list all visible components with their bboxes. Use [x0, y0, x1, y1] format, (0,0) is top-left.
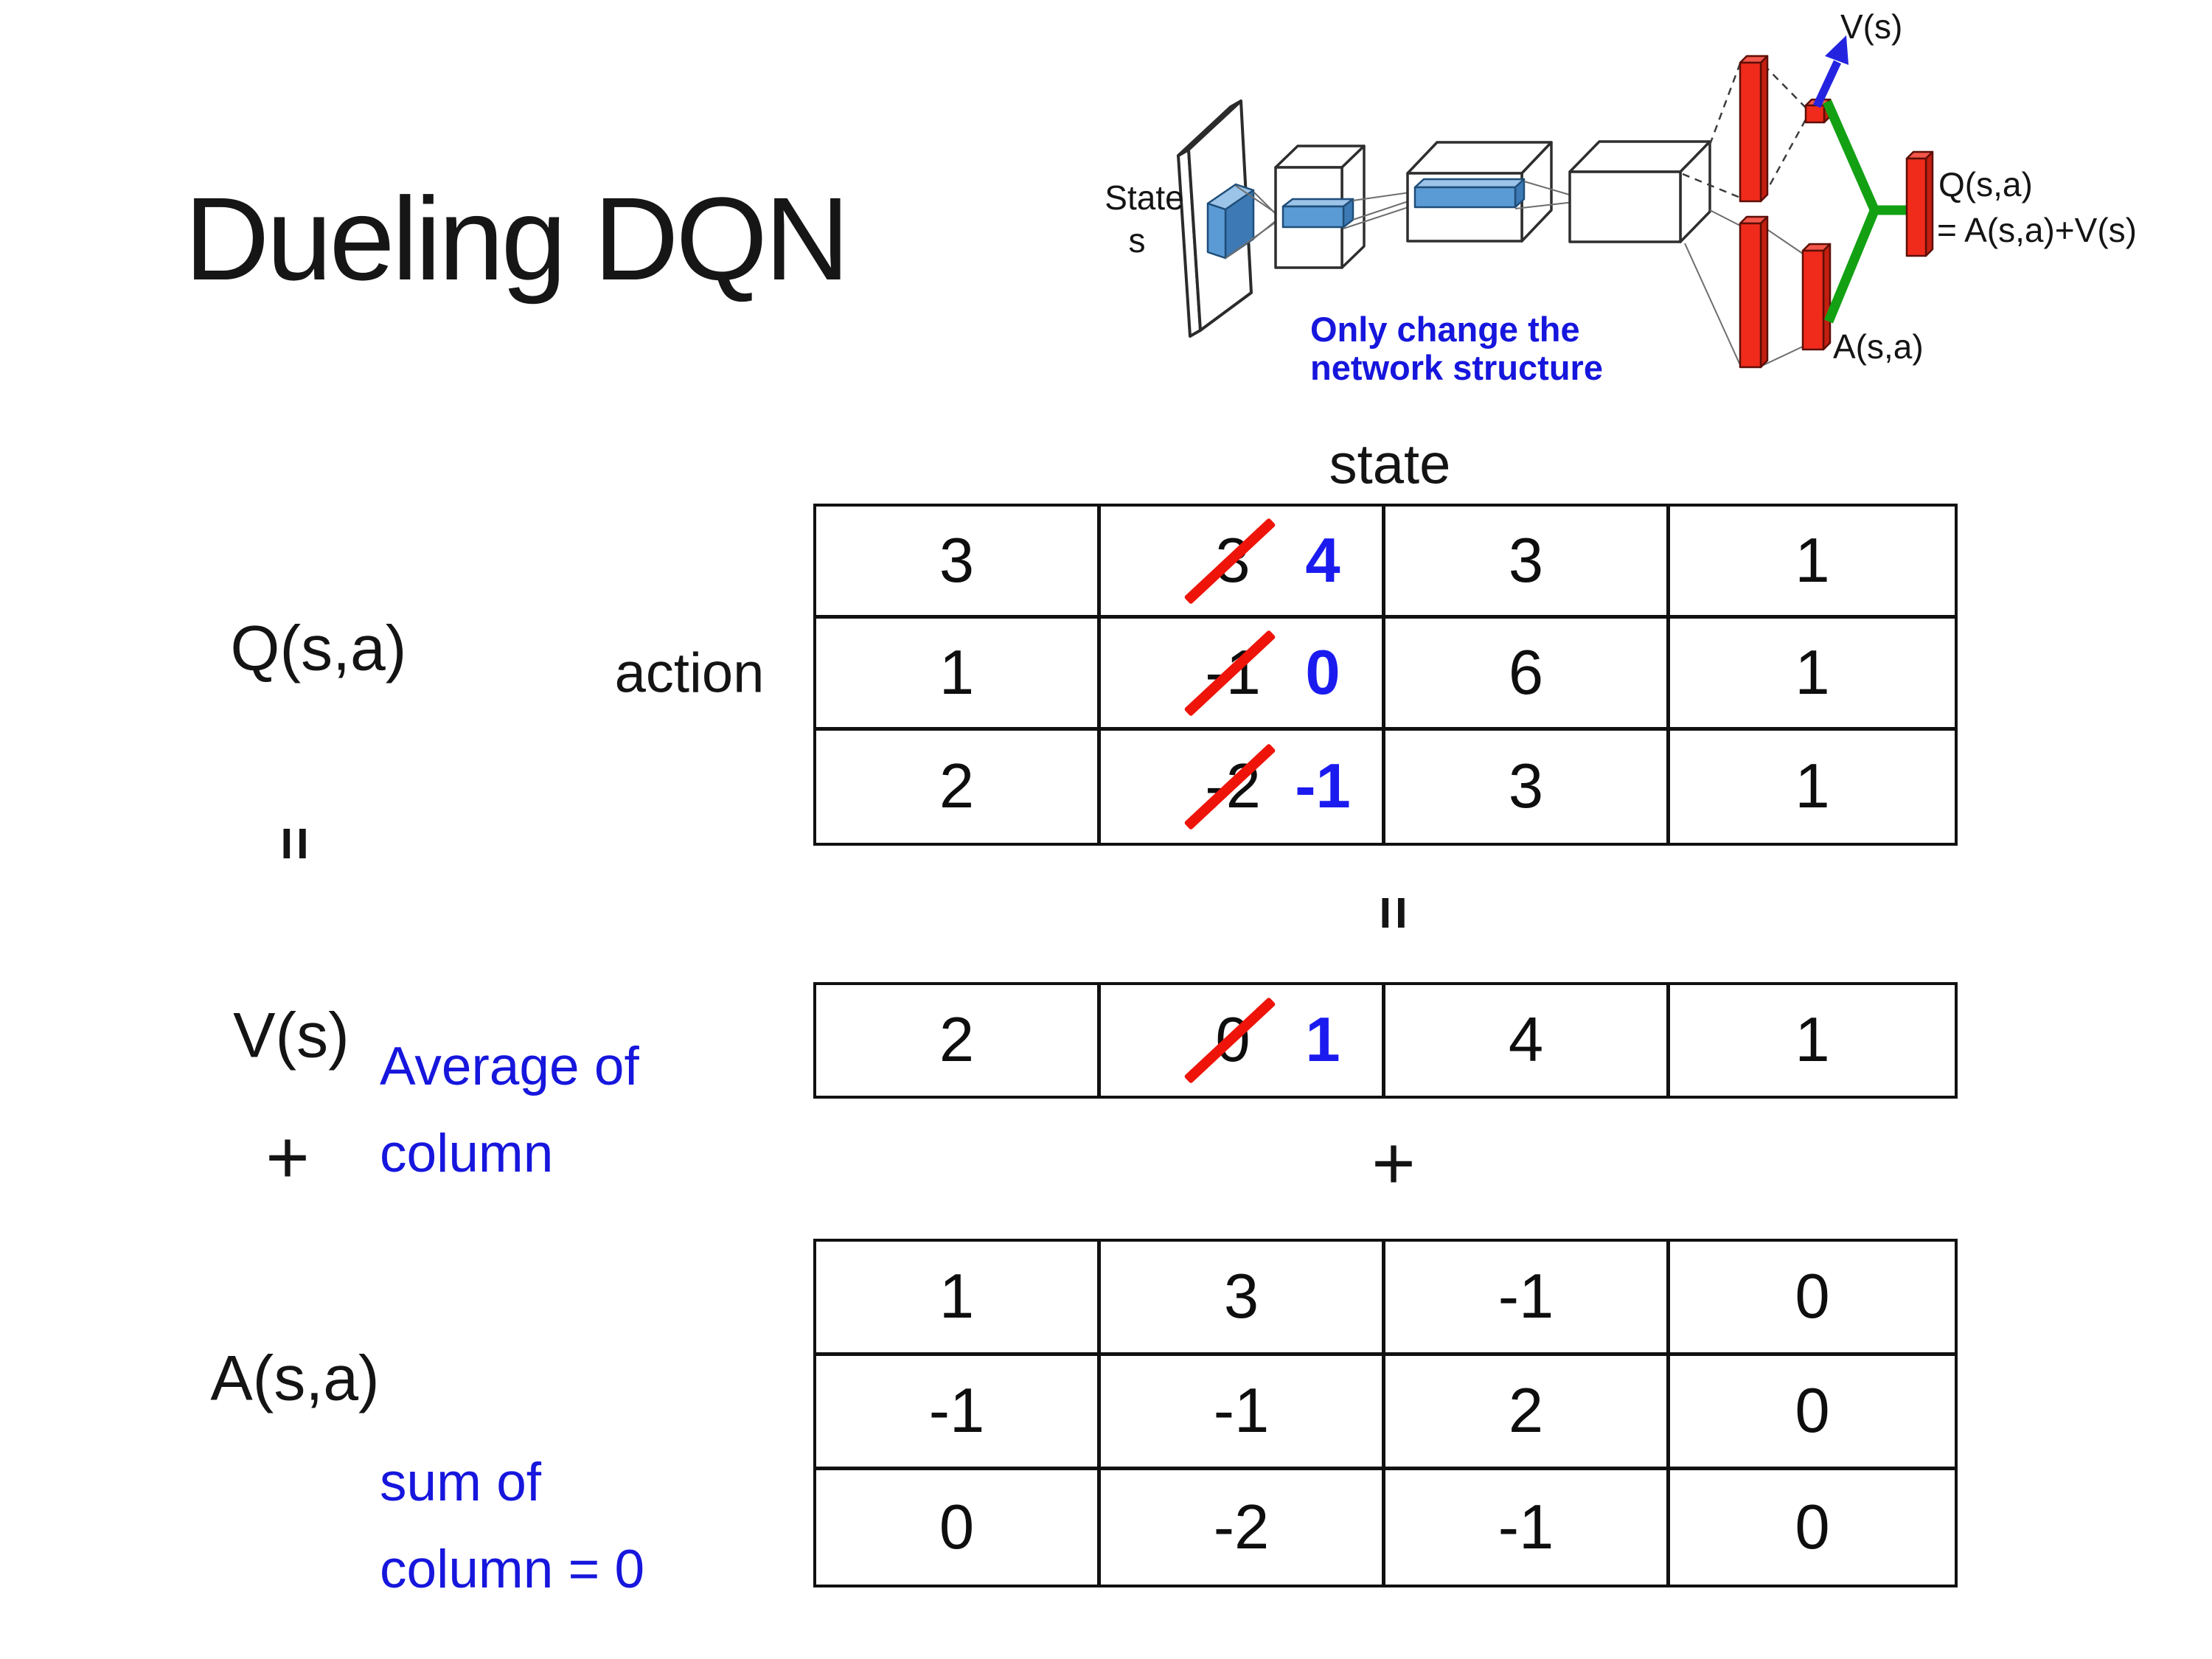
table-cell: 3: [1385, 731, 1670, 843]
table-cell: 1: [1670, 731, 1955, 843]
a-table: 1 3 -1 0 -1 -1 2 0 0 -2 -1 0: [813, 1239, 1958, 1587]
table-cell: 3: [1385, 507, 1670, 619]
table-cell: 2: [1385, 1356, 1670, 1470]
diagram-q-formula-label: = A(s,a)+V(s): [1937, 211, 2137, 249]
diagram-note-line1: Only change the: [1310, 310, 1580, 349]
replacement-value: 0: [1305, 637, 1340, 708]
diagram-q-output-label: Q(s,a): [1938, 165, 2033, 204]
value-stream-bar: [1739, 55, 1769, 203]
cell-value: -1: [1498, 1262, 1554, 1332]
cell-value: 0: [1795, 1492, 1830, 1562]
cell-value: 0: [1795, 1376, 1830, 1446]
table-cell: 1: [816, 619, 1101, 731]
cell-value: 3: [1508, 751, 1544, 821]
table-cell: 2: [816, 731, 1101, 843]
network-architecture-diagram: State s V(s) A(s,a) Q(s,a) = A(s,a)+V(s)…: [1105, 7, 2137, 387]
diagram-note-line2: network structure: [1310, 348, 1603, 387]
table-cell: 1: [1670, 985, 1955, 1096]
cell-value: -2: [1213, 1492, 1270, 1562]
cell-value: 0: [1795, 1262, 1830, 1332]
conv-feature-slab-1: [1281, 198, 1354, 229]
v-term-label: V(s): [233, 1000, 349, 1071]
table-cell: 6: [1385, 619, 1670, 731]
table-cell: 0: [1670, 1470, 1955, 1585]
diagram-a-output-label: A(s,a): [1833, 327, 1924, 366]
table-cell: 01: [1101, 985, 1385, 1096]
table-cell: 3: [1101, 1242, 1385, 1356]
cell-value: -1: [928, 1376, 985, 1446]
cell-value: 2: [1508, 1376, 1544, 1446]
slide-title: Dueling DQN: [184, 173, 850, 305]
cell-value: 1: [1795, 1005, 1830, 1075]
advantage-stream-bar: [1739, 215, 1769, 369]
sum-note-line1: sum of: [380, 1453, 542, 1512]
state-header: state: [1329, 433, 1451, 496]
table-cell: -1: [1101, 1356, 1385, 1470]
q-output-bar: [1905, 150, 1934, 257]
sum-note-line2: column = 0: [380, 1540, 645, 1600]
table-cell: 2: [816, 985, 1101, 1096]
equals-left-symbol: =: [262, 826, 328, 861]
replacement-value: -1: [1295, 751, 1351, 821]
cell-value: 3: [1508, 525, 1544, 596]
sum-note: sum of column = 0: [380, 1439, 644, 1614]
average-note-line2: column: [380, 1124, 554, 1184]
diagram-v-output-label: V(s): [1840, 7, 1902, 46]
cell-value: 1: [939, 1262, 975, 1332]
table-cell: 34: [1101, 507, 1385, 619]
table-cell: 1: [1670, 507, 1955, 619]
table-cell: -1: [1385, 1242, 1670, 1356]
q-term-label: Q(s,a): [230, 613, 407, 684]
cell-value: 4: [1508, 1005, 1544, 1075]
plus-mid-symbol: +: [1371, 1121, 1416, 1206]
average-note-line1: Average of: [380, 1037, 639, 1096]
cell-value: 3: [1223, 1262, 1259, 1332]
table-cell: -1: [1385, 1470, 1670, 1585]
diagram-state-label: State: [1105, 178, 1183, 217]
table-cell: -10: [1101, 619, 1385, 731]
table-cell: 1: [816, 1242, 1101, 1356]
cell-value: 1: [1795, 525, 1830, 596]
replacement-value: 1: [1305, 1005, 1340, 1075]
replacement-value: 4: [1305, 525, 1340, 596]
average-note: Average of column: [380, 1023, 639, 1198]
cell-value: 1: [1795, 751, 1830, 821]
merge-y-connector: [1823, 100, 1907, 324]
cell-value: -1: [1498, 1492, 1554, 1562]
table-cell: 0: [1670, 1356, 1955, 1470]
table-cell: -2: [1101, 1470, 1385, 1585]
cell-value: 2: [939, 751, 975, 821]
cell-value: 1: [939, 637, 975, 708]
table-cell: 4: [1385, 985, 1670, 1096]
conv-feature-slab-2: [1413, 178, 1526, 209]
a-term-label: A(s,a): [210, 1343, 380, 1414]
diagram-state-s-label: s: [1129, 221, 1146, 260]
table-cell: 0: [816, 1470, 1101, 1585]
a-vector-bar: [1801, 243, 1832, 351]
action-header: action: [614, 641, 765, 705]
table-cell: -2-1: [1101, 731, 1385, 843]
cell-value: 2: [939, 1005, 975, 1075]
v-output-arrow: [1813, 35, 1848, 108]
cell-value: 6: [1508, 637, 1544, 708]
cell-value: 3: [939, 525, 975, 596]
table-cell: -1: [816, 1356, 1101, 1470]
table-cell: 0: [1670, 1242, 1955, 1356]
table-cell: 3: [816, 507, 1101, 619]
v-table: 2 01 4 1: [813, 982, 1958, 1099]
equals-mid-symbol: =: [1361, 895, 1427, 931]
plus-left-symbol: +: [265, 1115, 310, 1200]
cell-value: 1: [1795, 637, 1830, 708]
table-cell: 1: [1670, 619, 1955, 731]
cell-value: -1: [1213, 1376, 1270, 1446]
cell-value: 0: [939, 1492, 975, 1562]
conv-layer-1-cube: [1274, 145, 1366, 269]
conv-layer-3-cube: [1568, 140, 1711, 243]
